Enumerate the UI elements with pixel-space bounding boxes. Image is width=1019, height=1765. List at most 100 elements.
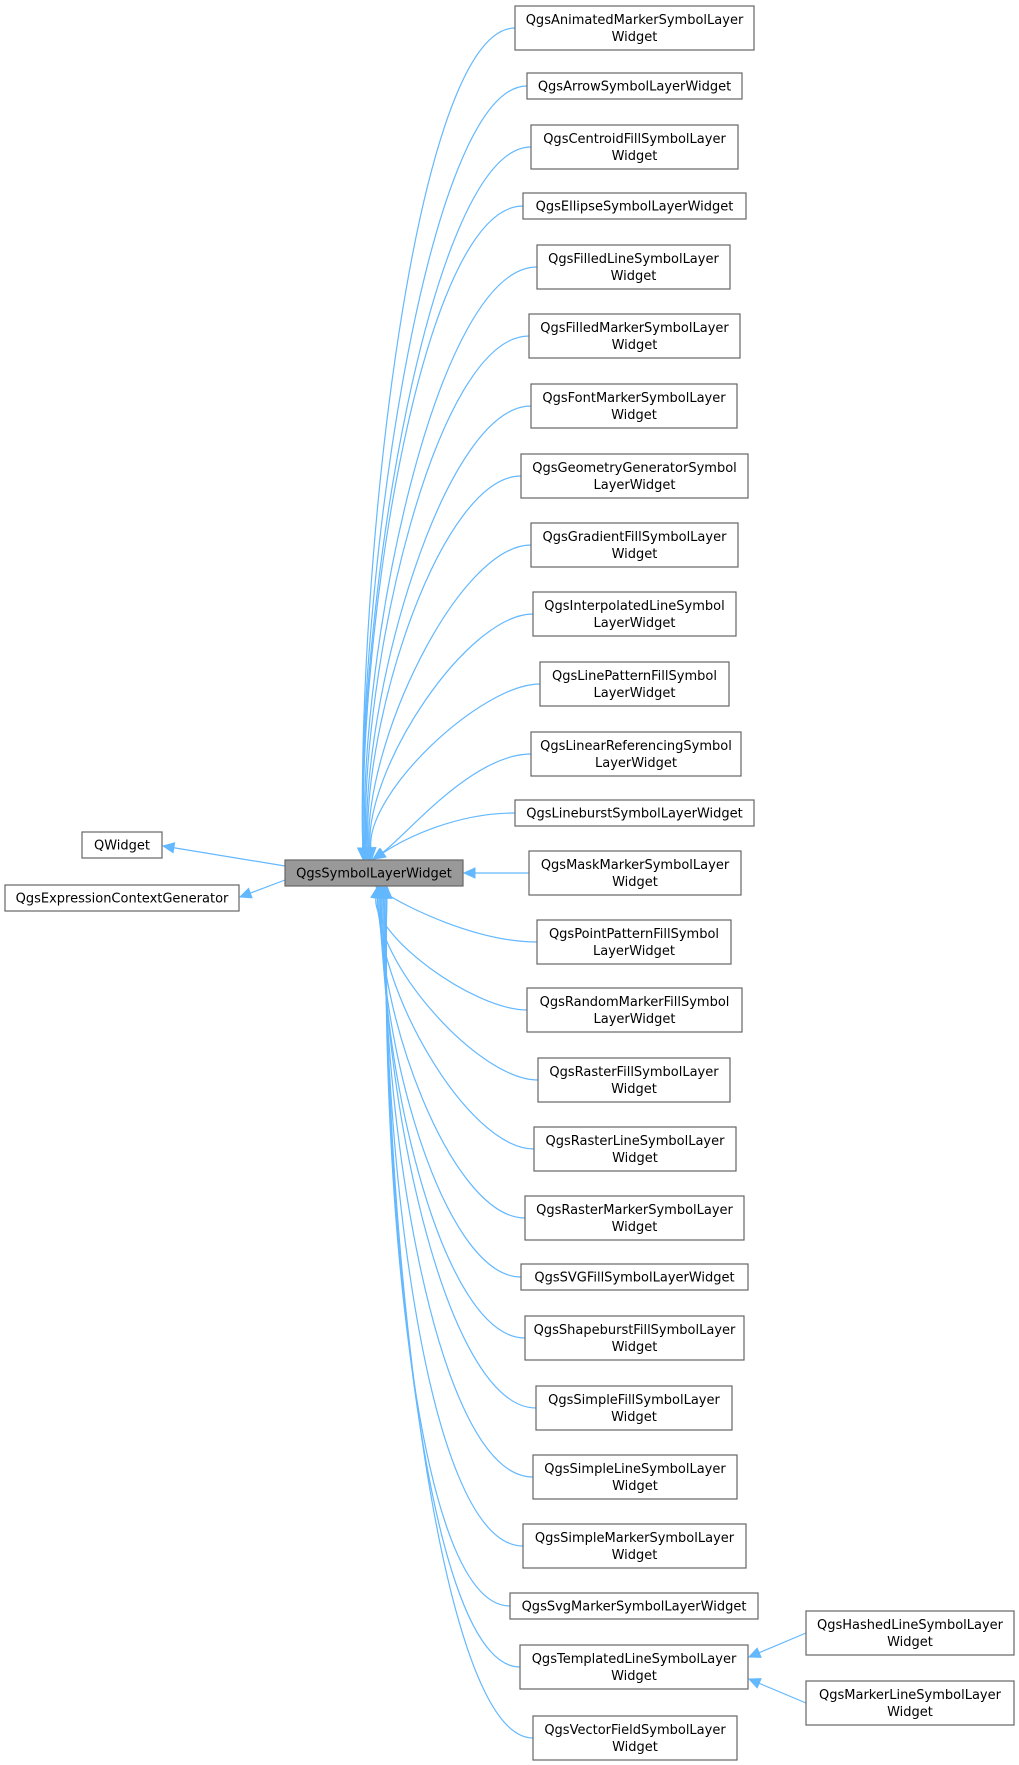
class-node-lineburst[interactable]: QgsLineburstSymbolLayerWidget bbox=[514, 799, 755, 827]
class-box bbox=[530, 731, 742, 777]
class-name-text: Widget bbox=[611, 1410, 657, 1425]
class-box bbox=[524, 1195, 745, 1241]
class-node-svgfill[interactable]: QgsSVGFillSymbolLayerWidget bbox=[520, 1263, 749, 1291]
class-name-text: QgsAnimatedMarkerSymbolLayer bbox=[526, 13, 744, 28]
inheritance-edge bbox=[383, 897, 534, 1478]
class-box bbox=[805, 1680, 1015, 1726]
class-name-text: QgsShapeburstFillSymbolLayer bbox=[534, 1323, 736, 1338]
inheritance-edge bbox=[758, 1682, 807, 1704]
class-nodes: QgsAnimatedMarkerSymbolLayerWidgetQgsArr… bbox=[4, 5, 1015, 1761]
class-box bbox=[535, 1385, 733, 1431]
class-box bbox=[526, 72, 743, 100]
class-name-text: QgsSvgMarkerSymbolLayerWidget bbox=[522, 1600, 747, 1615]
class-name-text: QgsCentroidFillSymbolLayer bbox=[543, 132, 726, 147]
class-name-text: QgsSimpleFillSymbolLayer bbox=[548, 1393, 720, 1408]
focus-class-node-qgssymbollayerwidget[interactable]: QgsSymbolLayerWidget bbox=[284, 859, 464, 887]
class-node-ellipse[interactable]: QgsEllipseSymbolLayerWidget bbox=[522, 192, 747, 220]
class-box bbox=[524, 1315, 745, 1361]
class-box bbox=[537, 1057, 731, 1103]
inheritance-edge bbox=[369, 613, 534, 849]
class-box bbox=[532, 591, 737, 637]
class-name-text: QgsLineburstSymbolLayerWidget bbox=[526, 807, 743, 822]
inheritance-arrowhead bbox=[747, 1647, 762, 1658]
inheritance-edge bbox=[382, 897, 537, 1409]
class-box bbox=[520, 453, 749, 499]
class-box bbox=[522, 192, 747, 220]
class-name-text: QgsSimpleLineSymbolLayer bbox=[544, 1462, 726, 1477]
class-name-text: Widget bbox=[611, 1669, 657, 1684]
class-box bbox=[81, 831, 163, 859]
class-box bbox=[536, 919, 732, 965]
class-box bbox=[520, 1263, 749, 1291]
inheritance-edge bbox=[376, 897, 539, 1081]
class-name-text: Widget bbox=[612, 1151, 658, 1166]
inheritance-edge bbox=[365, 405, 532, 849]
class-name-text: QgsArrowSymbolLayerWidget bbox=[538, 80, 731, 95]
class-name-text: LayerWidget bbox=[593, 478, 675, 493]
class-box bbox=[4, 884, 240, 912]
class-name-text: QgsSymbolLayerWidget bbox=[296, 867, 452, 882]
class-name-text: Widget bbox=[611, 269, 657, 284]
class-box bbox=[522, 1523, 747, 1569]
class-name-text: QgsRasterLineSymbolLayer bbox=[546, 1134, 726, 1149]
class-name-text: QgsSVGFillSymbolLayerWidget bbox=[534, 1271, 734, 1286]
class-name-text: Widget bbox=[612, 149, 658, 164]
class-node-qwidget[interactable]: QWidget bbox=[81, 831, 163, 859]
class-box bbox=[514, 5, 755, 51]
class-name-text: LayerWidget bbox=[593, 944, 675, 959]
class-name-text: Widget bbox=[887, 1705, 933, 1720]
class-box bbox=[805, 1610, 1015, 1656]
class-box bbox=[536, 244, 731, 290]
inheritance-arrowhead bbox=[161, 842, 176, 854]
class-name-text: QgsPointPatternFillSymbol bbox=[549, 927, 719, 942]
class-box bbox=[532, 1454, 738, 1500]
class-name-text: QgsMarkerLineSymbolLayer bbox=[819, 1688, 1002, 1703]
class-name-text: Widget bbox=[612, 1548, 658, 1563]
class-name-text: Widget bbox=[612, 1479, 658, 1494]
inheritance-edge bbox=[384, 892, 538, 943]
class-name-text: QgsInterpolatedLineSymbol bbox=[544, 599, 724, 614]
class-box bbox=[530, 383, 738, 429]
class-name-text: QgsFilledMarkerSymbolLayer bbox=[540, 321, 729, 336]
class-box bbox=[530, 124, 739, 170]
class-node-qgsexpressioncontextgenerator[interactable]: QgsExpressionContextGenerator bbox=[4, 884, 240, 912]
class-box bbox=[533, 1126, 737, 1172]
inheritance-edge bbox=[381, 897, 526, 1339]
inheritance-edge bbox=[361, 146, 532, 849]
class-name-text: QWidget bbox=[94, 839, 150, 854]
inheritance-arrowhead bbox=[747, 1678, 762, 1689]
class-name-text: Widget bbox=[612, 1220, 658, 1235]
class-node-svgmarker[interactable]: QgsSvgMarkerSymbolLayerWidget bbox=[509, 1592, 759, 1620]
class-name-text: Widget bbox=[612, 547, 658, 562]
class-name-text: LayerWidget bbox=[593, 616, 675, 631]
class-box bbox=[539, 661, 730, 707]
class-name-text: Widget bbox=[612, 1340, 658, 1355]
class-name-text: Widget bbox=[612, 875, 658, 890]
inheritance-edges bbox=[161, 27, 807, 1739]
class-node-arrow[interactable]: QgsArrowSymbolLayerWidget bbox=[526, 72, 743, 100]
